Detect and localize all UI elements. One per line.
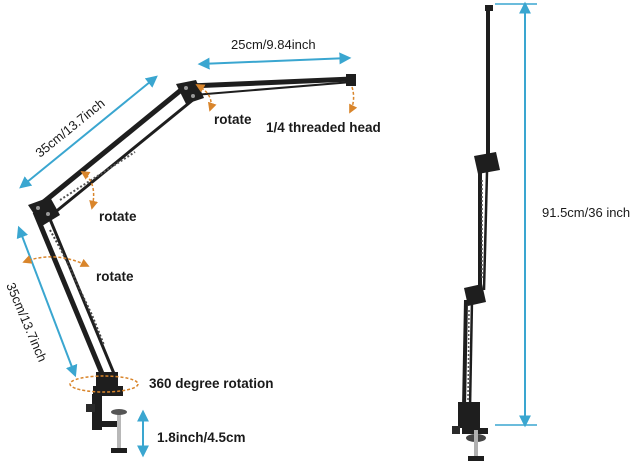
desk-clamp (86, 372, 127, 453)
base-rotation-label: 360 degree rotation (149, 376, 274, 391)
upper-arm-dimension-arrow (197, 52, 352, 70)
clamp-height-label: 1.8inch/4.5cm (157, 430, 246, 445)
middle-arm-length-label: 35cm/13.7inch (32, 95, 107, 160)
threaded-head-label: 1/4 threaded head (266, 120, 381, 135)
lower-arm-dimension-arrow (16, 225, 78, 378)
upper-arm-length-label: 25cm/9.84inch (231, 37, 316, 52)
rotate-label-top: rotate (214, 112, 252, 127)
rotate-label-mid: rotate (99, 209, 137, 224)
elbow-joint-plate (28, 197, 60, 226)
middle-arm-dimension-arrow (19, 75, 158, 189)
base-rotation-arrow (69, 375, 139, 393)
threaded-head-rotate-arrow (349, 86, 358, 114)
boom-arm-left-view: 25cm/9.84inch 35cm/13.7inch 35cm/13.7inc… (3, 37, 381, 458)
rotate-arrow-low (22, 255, 90, 267)
total-height-label: 91.5cm/36 inch (542, 205, 630, 220)
rotate-label-low: rotate (96, 269, 134, 284)
rotate-arrow-mid (80, 171, 99, 210)
boom-arm-right-view: 91.5cm/36 inch (452, 1, 630, 461)
upper-arm (189, 74, 356, 96)
rotate-arrow-top (195, 84, 217, 112)
